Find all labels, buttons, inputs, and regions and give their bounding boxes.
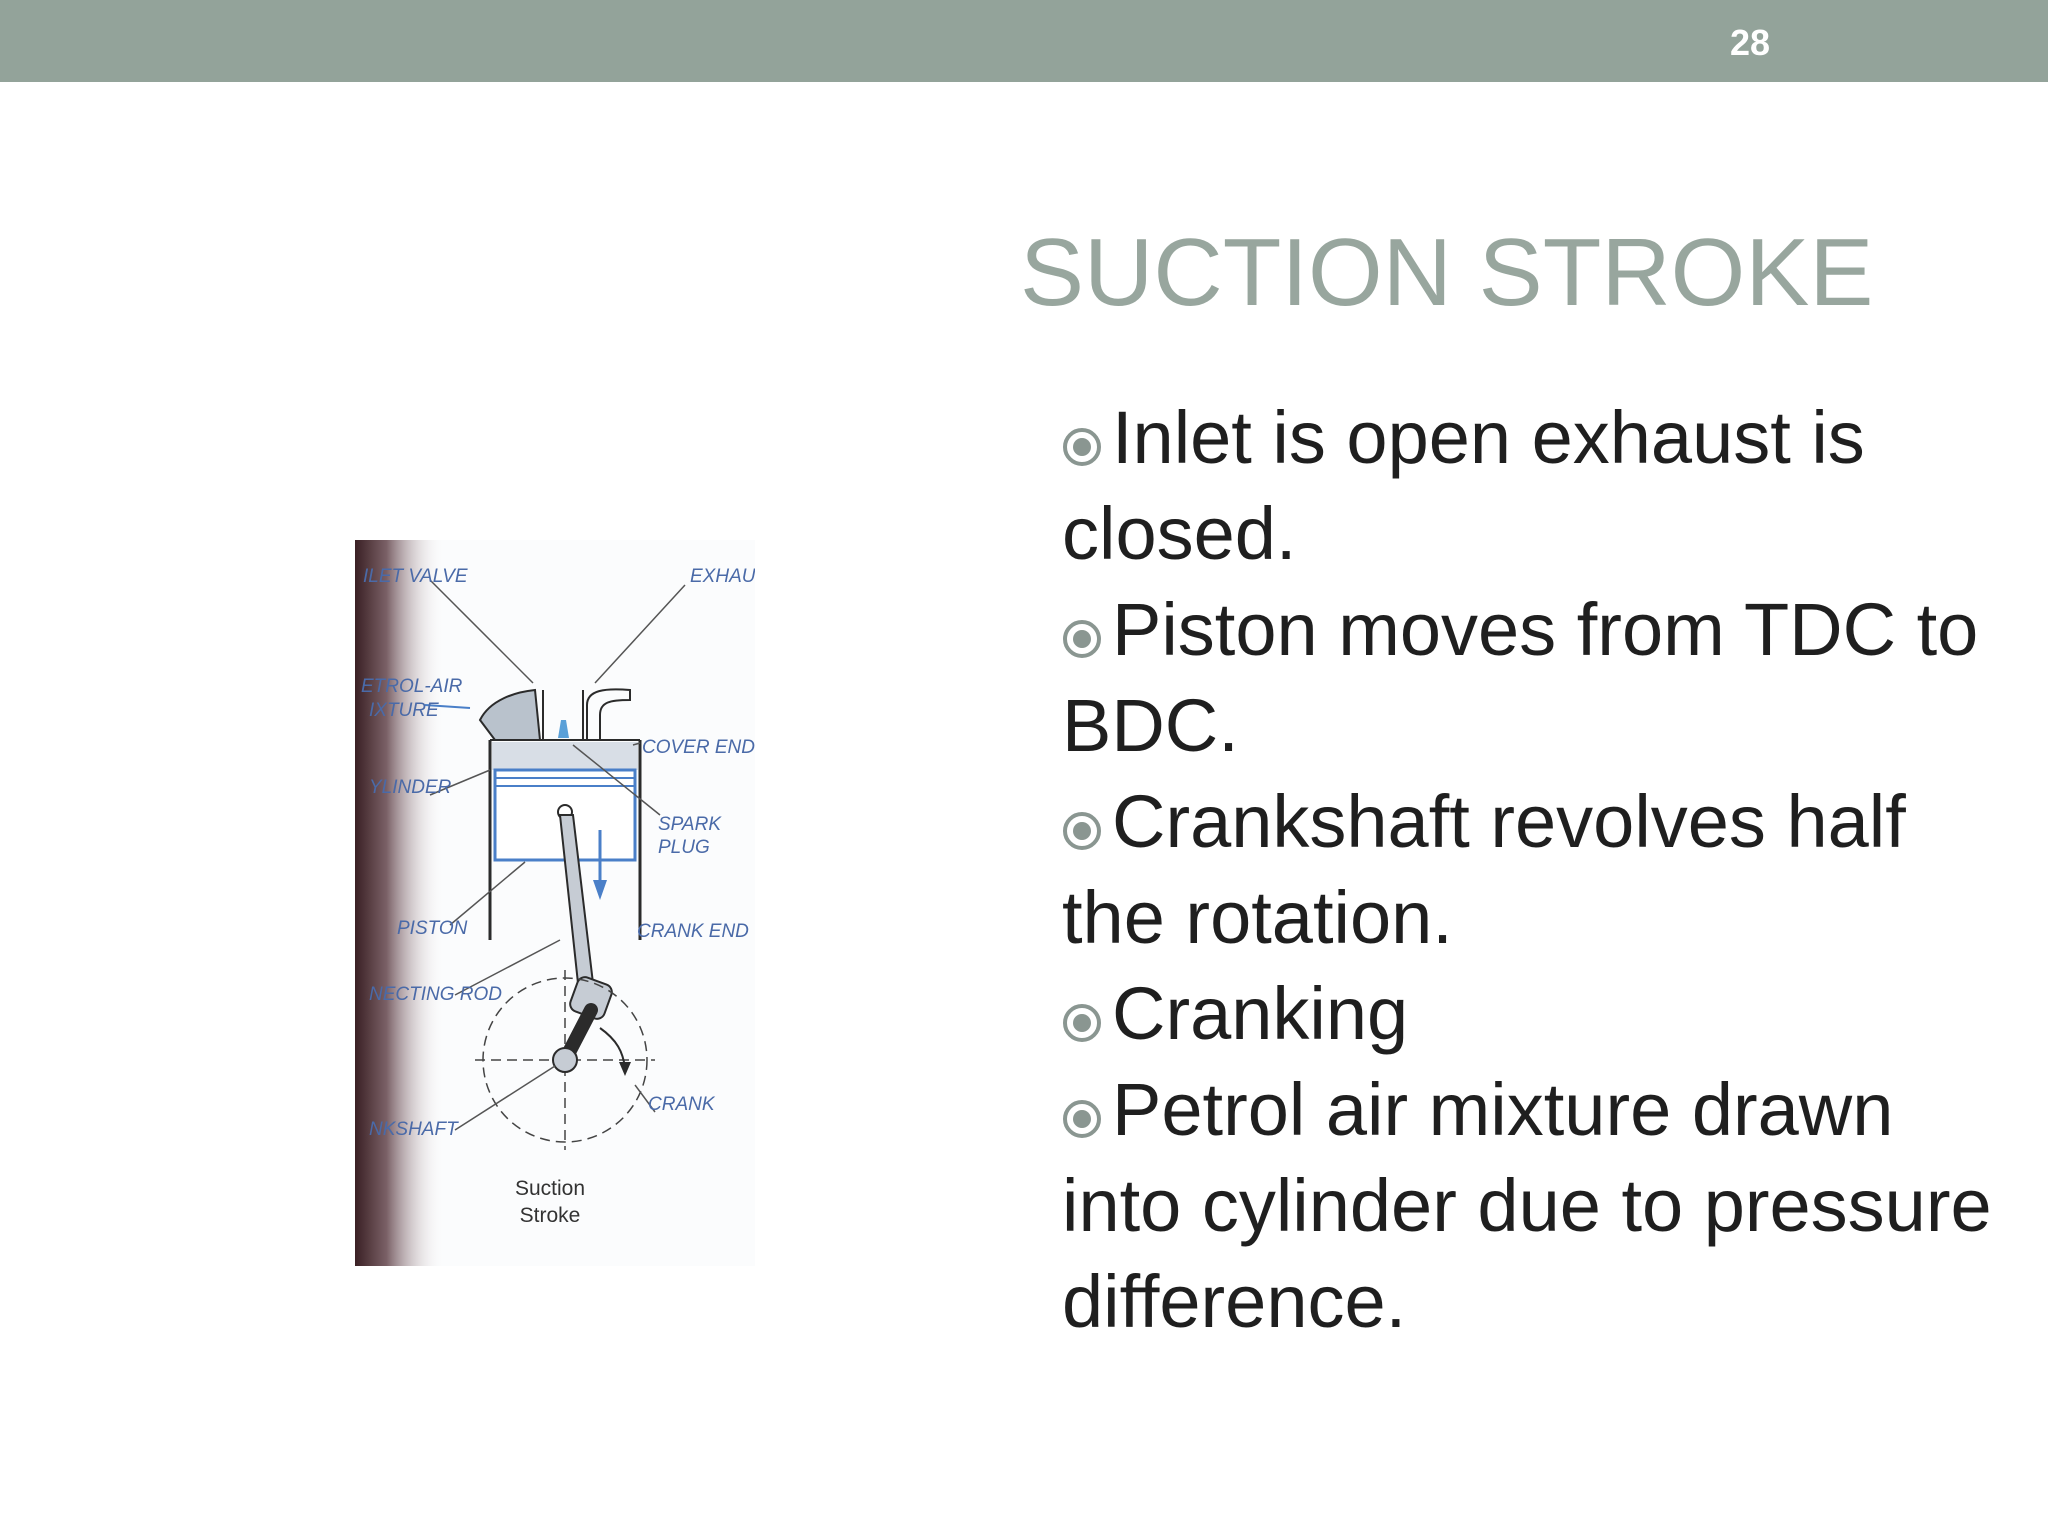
circled-dot-icon (1063, 620, 1101, 658)
label-cover-end: COVER END (642, 737, 755, 758)
label-connecting-rod: NECTING ROD (369, 984, 502, 1005)
bullet-item: Cranking (1062, 966, 1992, 1062)
slide-number: 28 (1729, 22, 1771, 63)
bullet-text: Crankshaft revolves half the rotation. (1062, 780, 1906, 959)
bullet-text: Piston moves from TDC to BDC. (1062, 588, 1979, 767)
bullet-item: Crankshaft revolves half the rotation. (1062, 774, 1992, 966)
label-spark-1: SPARK (658, 814, 722, 835)
leader-cylinder (429, 769, 491, 796)
leader-cover-end (632, 742, 641, 746)
header-bar: 28 (0, 0, 2048, 82)
label-crankshaft: NKSHAFT (369, 1119, 459, 1140)
label-crank: CRANK (648, 1094, 716, 1115)
leader-inlet-valve (429, 579, 534, 684)
bullet-text: Cranking (1112, 972, 1409, 1055)
label-exhaust: EXHAU (690, 566, 755, 587)
book-spine-shadow (355, 540, 445, 1266)
leader-piston (449, 861, 526, 926)
bullet-text: Petrol air mixture drawn into cylinder d… (1062, 1068, 1992, 1343)
bullet-item: Piston moves from TDC to BDC. (1062, 582, 1992, 774)
circled-dot-icon (1063, 428, 1101, 466)
engine-diagram: ILET VALVE EXHAU ETROL-AIR IXTURE COVER … (355, 540, 755, 1266)
bullet-item: Inlet is open exhaust is closed. (1062, 390, 1992, 582)
rotation-arrow-head (619, 1062, 631, 1076)
fuel-charge (492, 742, 638, 770)
label-petrol-air-2: IXTURE (369, 700, 439, 721)
bullet-list: Inlet is open exhaust is closed. Piston … (1062, 390, 1992, 1350)
caption-line-1: Suction (515, 1177, 585, 1200)
label-crank-end: CRANK END (637, 921, 749, 942)
bullet-item: Petrol air mixture drawn into cylinder d… (1062, 1062, 1992, 1350)
circled-dot-icon (1063, 1100, 1101, 1138)
slide-title: SUCTION STROKE (1020, 219, 1874, 326)
caption-line-2: Stroke (520, 1204, 581, 1227)
leader-spark-plug (572, 744, 661, 816)
leader-crankshaft (454, 1065, 556, 1131)
label-petrol-air-1: ETROL-AIR (361, 676, 463, 697)
crankshaft-center (552, 1047, 578, 1073)
spark-plug-tip (558, 720, 569, 738)
leader-exhaust (594, 584, 686, 684)
label-cylinder: YLINDER (369, 777, 452, 798)
leader-connecting-rod (454, 939, 561, 996)
leader-petrol-air (424, 704, 471, 709)
label-spark-2: PLUG (658, 837, 710, 858)
intake-port (478, 688, 542, 741)
circled-dot-icon (1063, 812, 1101, 850)
circled-dot-icon (1063, 1004, 1101, 1042)
bullet-text: Inlet is open exhaust is closed. (1062, 396, 1865, 575)
label-piston: PISTON (397, 918, 468, 939)
exhaust-port (586, 688, 631, 740)
label-inlet-valve: ILET VALVE (363, 566, 468, 587)
arrow-head (593, 880, 607, 900)
leader-crank (634, 1084, 656, 1113)
suction-stroke-illustration: ILET VALVE EXHAU ETROL-AIR IXTURE COVER … (355, 540, 755, 1266)
